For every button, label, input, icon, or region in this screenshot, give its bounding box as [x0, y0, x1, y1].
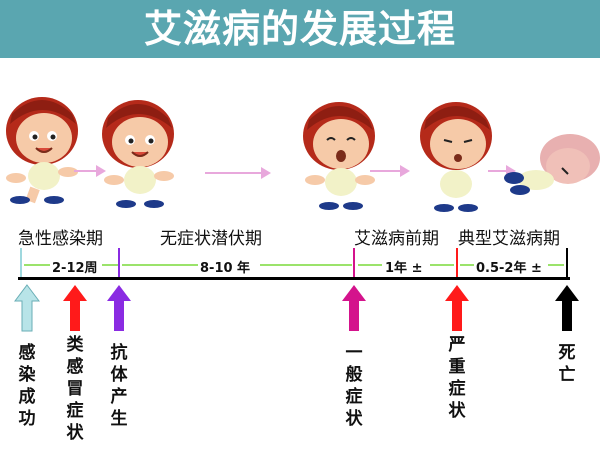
page-title: 艾滋病的发展过程 [143, 7, 456, 51]
segment-acute [24, 264, 50, 266]
event-death-label: 死亡 [558, 343, 576, 385]
event-infection-label: 感染成功 [18, 343, 36, 429]
segment-latent-right [260, 264, 352, 266]
segment-pre-aids-left [358, 264, 382, 266]
event-severe-label: 严重症状 [448, 335, 466, 421]
arrow-up-antibody [107, 285, 131, 331]
phase-latent-label: 无症状潜伏期 [160, 229, 262, 249]
tick-antibody [118, 248, 120, 278]
tick-start [20, 248, 22, 278]
arrow-motion-2 [205, 167, 271, 179]
arrow-motion-4 [488, 165, 516, 177]
segment-pre-aids-right [430, 264, 454, 266]
duration-aids: 0.5-2年 ± [476, 261, 542, 276]
character-fallen [504, 134, 600, 195]
segment-aids-right [548, 264, 564, 266]
event-flu-label: 类感冒症状 [66, 335, 84, 443]
arrow-up-flu [63, 285, 87, 331]
arrow-motion-1 [74, 165, 106, 177]
tick-general [353, 248, 355, 278]
event-general-label: 一般症状 [345, 343, 363, 429]
tick-severe [456, 248, 458, 278]
duration-latent: 8-10 年 [200, 261, 251, 276]
arrow-up-death [555, 285, 579, 331]
character-sick-1 [303, 102, 375, 210]
arrow-up-general [342, 285, 366, 331]
segment-latent-left [122, 264, 198, 266]
character-sick-2 [420, 102, 492, 212]
arrow-up-infection [14, 284, 40, 332]
segment-acute-right [102, 264, 118, 266]
character-running-2 [102, 100, 174, 208]
character-running-1 [6, 97, 78, 204]
duration-pre-aids: 1年 ± [385, 261, 423, 276]
event-antibody-label: 抗体产生 [110, 343, 128, 429]
tick-death [566, 248, 568, 278]
duration-acute: 2-12周 [52, 261, 98, 276]
arrow-up-severe [445, 285, 469, 331]
segment-aids-left [460, 264, 474, 266]
phase-acute-label: 急性感染期 [18, 229, 103, 249]
title-bar [0, 0, 600, 58]
phase-aids-label: 典型艾滋病期 [458, 229, 560, 249]
phase-pre-aids-label: 艾滋病前期 [354, 229, 439, 249]
timeline-axis [18, 277, 570, 280]
arrow-motion-3 [370, 165, 410, 177]
